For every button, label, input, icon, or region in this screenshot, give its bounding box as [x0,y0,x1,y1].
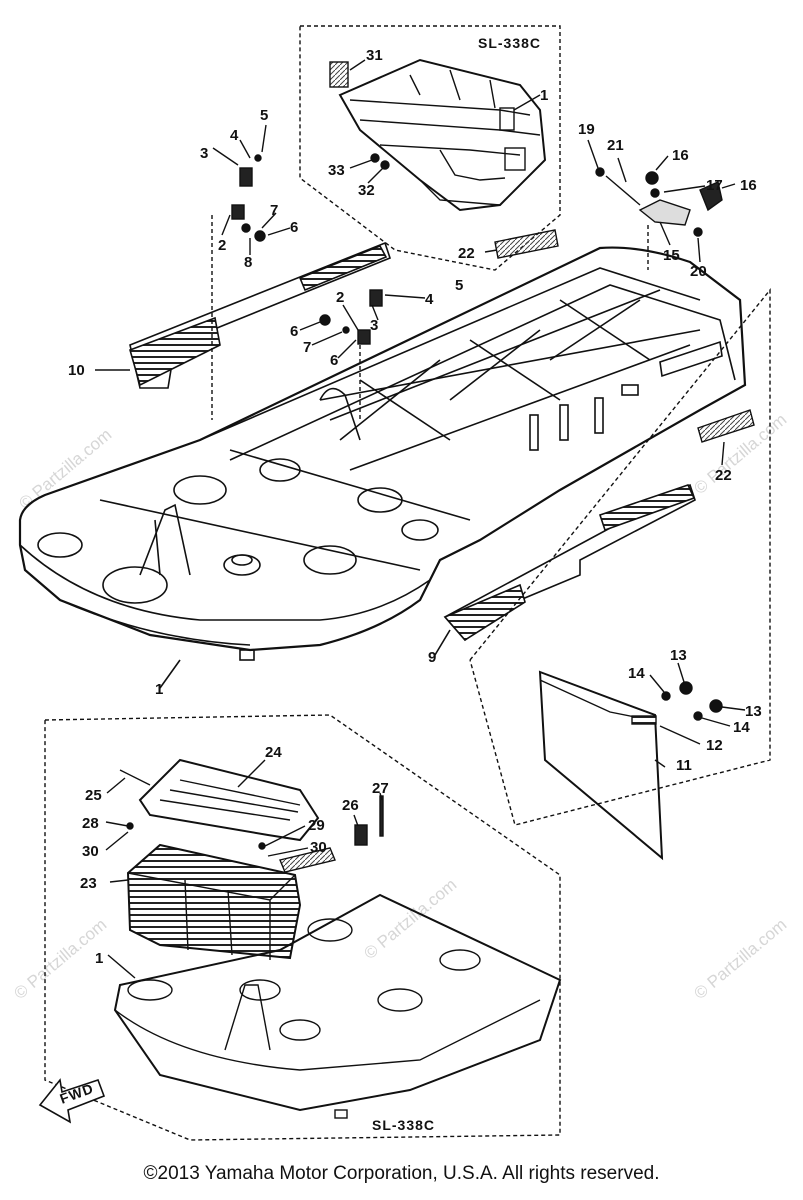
callout-12: 12 [706,737,723,754]
callout-16: 16 [672,147,689,164]
diagram-code-top: SL-338C [478,35,541,51]
callout-21: 21 [607,137,624,154]
callout-1: 1 [155,681,163,698]
callout-26: 26 [342,797,359,814]
callout-5: 5 [260,107,268,124]
callout-2: 2 [218,237,226,254]
callout-9: 9 [428,649,436,666]
callout-30: 30 [82,843,99,860]
callout-24: 24 [265,744,282,761]
hull-main [18,246,747,689]
running-boards [95,241,696,656]
watermark-text: © Partzilla.com [360,875,460,963]
copyright-footer: ©2013 Yamaha Motor Corporation, U.S.A. A… [143,1163,660,1184]
callout-17: 17 [706,177,723,194]
top-inset [299,25,561,271]
callout-15: 15 [663,247,680,264]
callout-1: 1 [540,87,548,104]
callout-4: 4 [425,291,434,308]
callout-31: 31 [366,47,383,64]
callout-7: 7 [303,339,311,356]
callout-30: 30 [310,839,327,856]
callout-10: 10 [68,362,85,379]
callout-5: 5 [455,277,463,294]
callout-23: 23 [80,875,97,892]
exploded-view-drawing: © Partzilla.com © Partzilla.com © Partzi… [10,25,790,1141]
callout-28: 28 [82,815,99,832]
callout-13: 13 [670,647,687,664]
callout-18: 16 [740,177,757,194]
callout-27: 27 [372,780,389,797]
callout-2: 2 [336,289,344,306]
callout-13: 13 [745,703,762,720]
callout-3: 3 [200,145,208,162]
callout-3: 3 [370,317,378,334]
callout-6: 6 [330,352,338,369]
callout-14: 14 [628,665,645,682]
callout-4: 4 [230,127,239,144]
callout-22: 22 [715,467,732,484]
callout-20: 20 [690,263,707,280]
side-panel-inset [469,288,771,861]
callout-33: 33 [328,162,345,179]
callout-6: 6 [290,323,298,340]
callout-22: 22 [458,245,475,262]
callout-14: 14 [733,719,750,736]
watermark-text: © Partzilla.com [690,915,790,1003]
diagram-code-bottom: SL-338C [372,1117,435,1133]
hardware-left [211,124,426,420]
hardware-right [587,139,755,466]
callout-19: 19 [578,121,595,138]
callout-1: 1 [95,950,103,967]
callout-11: 11 [676,757,692,774]
callout-7: 7 [270,202,278,219]
callout-6: 6 [290,219,298,236]
bottom-inset [38,714,562,1141]
callout-8: 8 [244,254,252,271]
callout-29: 29 [308,817,325,834]
callout-32: 32 [358,182,375,199]
callout-labels: 1 1 1 2 2 3 3 4 4 5 5 6 6 6 7 7 8 9 10 1… [58,35,762,1133]
callout-25: 25 [85,787,102,804]
